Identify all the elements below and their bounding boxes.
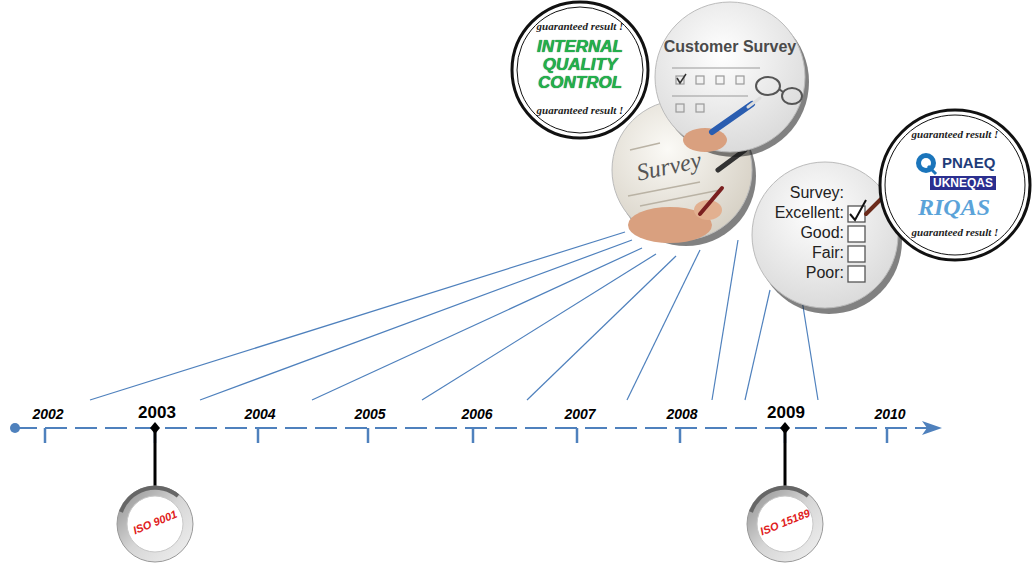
year-label: 2002: [18, 406, 78, 422]
survey-circle: Survey: Excellent: Good: Fair: Poor:: [752, 162, 898, 308]
timeline-axis: [10, 421, 942, 488]
node-text: ISO 9001: [125, 505, 185, 539]
eqa-stamp: [880, 110, 1030, 260]
year-label: 2005: [340, 406, 400, 422]
node-text: INTERNAL QUALITY CONTROL: [530, 38, 630, 92]
survey-circle: Survey: [612, 100, 752, 240]
year-label: 2009: [756, 403, 816, 423]
stamp-ring-text: guaranteed result !: [900, 226, 1010, 238]
leader-lines: [90, 232, 818, 400]
node-text: UKNEQAS: [930, 176, 996, 190]
iqc-stamp: [512, 2, 648, 138]
node-text: Good:: [762, 224, 844, 242]
iso-badges: [117, 486, 823, 562]
iso-badge: ISO 9001: [117, 486, 193, 562]
survey-circle: Customer Survey: [655, 2, 805, 152]
node-text: ISO 15189: [751, 504, 819, 541]
node-text: Survey:: [762, 184, 844, 202]
year-label: 2008: [652, 406, 712, 422]
node-text: Customer Survey: [660, 38, 800, 56]
eqa-stamp: guaranteed result ! PNAEQ UKNEQAS RIQAS guar…: [880, 110, 1030, 260]
stamp-ring-text: guaranteed result !: [900, 128, 1010, 140]
quality-stamp: guaranteed result ! INTERNAL QUALITY CONT…: [512, 2, 648, 138]
node-text: Poor:: [762, 264, 844, 282]
node-text: PNAEQ: [942, 154, 995, 171]
node-text: Survey: [634, 144, 718, 187]
year-label: 2006: [447, 406, 507, 422]
node-text: Fair:: [762, 244, 844, 262]
year-label: 2007: [550, 406, 610, 422]
customer-survey-photo: [655, 2, 809, 157]
node-text: Excellent:: [762, 204, 844, 222]
node-text: RIQAS: [918, 194, 990, 221]
year-label: 2003: [127, 403, 187, 423]
year-label: 2010: [860, 406, 920, 422]
iso-badge: ISO 15189: [747, 486, 823, 562]
stamp-ring-text: guaranteed result !: [520, 20, 640, 32]
stamp-ring-text: guaranteed result !: [520, 104, 640, 116]
year-label: 2004: [230, 406, 290, 422]
